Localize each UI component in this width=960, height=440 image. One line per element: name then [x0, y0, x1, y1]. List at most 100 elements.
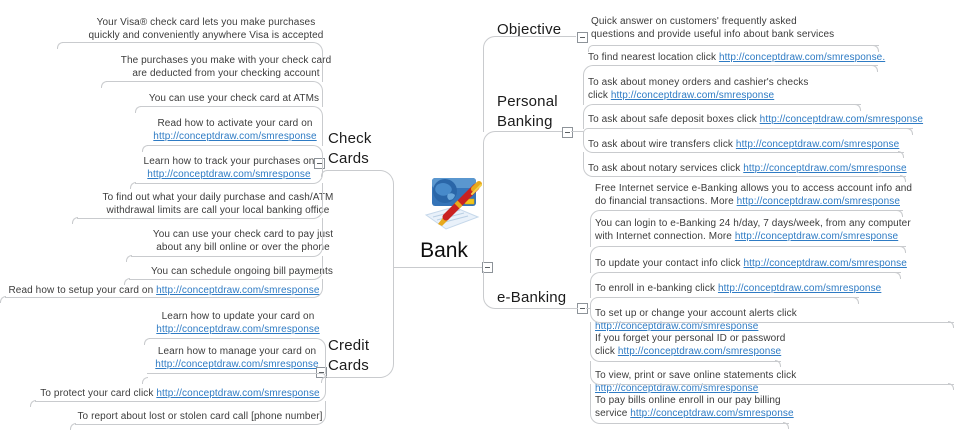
hyperlink[interactable]: http://conceptdraw.com/smresponse — [595, 383, 759, 394]
connector-line — [872, 65, 878, 72]
hyperlink[interactable]: http://conceptdraw.com/smresponse. — [718, 52, 886, 63]
connector-line — [135, 106, 141, 113]
connector-line — [30, 400, 36, 407]
leaf-note[interactable]: To pay bills online enroll in our pay bi… — [595, 394, 895, 420]
leaf-note[interactable]: You can login to e-Banking 24 h/day, 7 d… — [595, 217, 925, 243]
leaf-note[interactable]: To protect your card click http://concep… — [33, 387, 327, 400]
leaf-note[interactable]: You can use your check card to pay just … — [128, 228, 358, 254]
connector-line — [130, 182, 136, 189]
connector-line — [775, 360, 781, 367]
note-text: To ask about notary services click — [588, 163, 744, 174]
note-text: You can use your check card at ATMs — [148, 93, 320, 104]
note-text: Learn how to manage your card on — [157, 346, 317, 357]
connector-line — [144, 338, 150, 345]
note-text: Quick answer on customers' frequently as… — [591, 16, 835, 40]
hyperlink[interactable]: http://conceptdraw.com/smresponse — [147, 169, 311, 180]
leaf-note[interactable]: To set up or change your account alerts … — [595, 307, 960, 333]
leaf-note[interactable]: Quick answer on customers' frequently as… — [591, 15, 891, 41]
leaf-note[interactable]: Your Visa® check card lets you make purc… — [58, 16, 354, 42]
leaf-note[interactable]: Read how to setup your card on http://co… — [3, 284, 325, 297]
leaf-note[interactable]: To view, print or save online statements… — [595, 369, 960, 395]
connector-line — [0, 296, 6, 303]
leaf-note[interactable]: To ask about safe deposit boxes click ht… — [588, 113, 928, 126]
leaf-note[interactable]: The purchases you make with your check c… — [103, 54, 349, 80]
note-text: To update your contact info click — [595, 258, 744, 269]
leaf-note[interactable]: To ask about wire transfers click http:/… — [588, 138, 918, 151]
note-text: To report about lost or stolen card call… — [77, 411, 323, 422]
connector-line — [147, 373, 326, 379]
minus-icon — [317, 163, 322, 164]
collapse-toggle-check-cards[interactable] — [314, 158, 325, 169]
hyperlink[interactable]: http://conceptdraw.com/smresponse — [156, 388, 320, 399]
hyperlink[interactable]: http://conceptdraw.com/smresponse — [717, 283, 882, 294]
note-text: You can use your check card to pay just … — [152, 229, 334, 253]
collapse-toggle-e-banking[interactable] — [577, 303, 588, 314]
note-text: Read how to activate your card on — [157, 118, 313, 129]
leaf-note[interactable]: If you forget your personal ID or passwo… — [595, 332, 895, 358]
leaf-note[interactable]: You can schedule ongoing bill payments — [126, 265, 358, 278]
topic-objective[interactable]: Objective — [497, 21, 562, 38]
connector-line — [583, 128, 913, 135]
leaf-note[interactable]: Learn how to update your card on http://… — [146, 310, 330, 336]
note-text: You can schedule ongoing bill payments — [151, 266, 333, 277]
collapse-toggle-bank[interactable] — [482, 262, 493, 273]
leaf-note[interactable]: Learn how to manage your card on http://… — [144, 345, 330, 371]
connector-line — [101, 81, 107, 88]
note-text: The purchases you make with your check c… — [120, 55, 332, 79]
minus-icon — [580, 37, 585, 38]
credit-card-pen-icon — [424, 178, 482, 230]
hyperlink[interactable]: http://conceptdraw.com/smresponse — [155, 359, 319, 370]
leaf-note[interactable]: To report about lost or stolen card call… — [73, 410, 327, 423]
leaf-note[interactable]: To update your contact info click http:/… — [595, 257, 925, 270]
connector-line — [897, 210, 903, 217]
hyperlink[interactable]: http://conceptdraw.com/smresponse — [736, 196, 900, 207]
note-text: Learn how to track your purchases on — [143, 156, 315, 167]
note-text: To protect your card click — [40, 388, 157, 399]
hyperlink[interactable]: http://conceptdraw.com/smresponse — [735, 139, 900, 150]
hyperlink[interactable]: http://conceptdraw.com/smresponse — [734, 231, 899, 242]
hyperlink[interactable]: http://conceptdraw.com/smresponse — [595, 321, 759, 332]
leaf-note[interactable]: To ask about money orders and cashier's … — [588, 76, 898, 102]
hyperlink[interactable]: http://conceptdraw.com/smresponse — [743, 163, 907, 174]
connector-line — [783, 422, 789, 429]
minus-icon — [485, 267, 490, 268]
hyperlink[interactable]: http://conceptdraw.com/smresponse — [156, 324, 320, 335]
leaf-note[interactable]: Free Internet service e-Banking allows y… — [595, 182, 925, 208]
note-text: Read how to setup your card on — [8, 285, 157, 296]
hyperlink[interactable]: http://conceptdraw.com/smresponse — [610, 90, 775, 101]
connector-line — [393, 267, 482, 269]
hyperlink[interactable]: http://conceptdraw.com/smresponse — [153, 131, 317, 142]
hyperlink[interactable]: http://conceptdraw.com/smresponse — [759, 114, 924, 125]
note-text: To find out what your daily purchase and… — [102, 192, 334, 216]
leaf-note[interactable]: Learn how to track your purchases on htt… — [131, 155, 327, 181]
connector-line — [895, 272, 901, 279]
note-text: To pay bills online enroll in our pay bi… — [595, 395, 781, 419]
topic-personal-banking[interactable]: Personal Banking — [497, 93, 558, 130]
connector-line — [907, 128, 913, 135]
connector-line — [126, 255, 132, 262]
leaf-note[interactable]: To find nearest location click http://co… — [588, 51, 918, 64]
leaf-note[interactable]: You can use your check card at ATMs — [136, 92, 332, 105]
collapse-toggle-personal-banking[interactable] — [562, 127, 573, 138]
leaf-note[interactable]: To find out what your daily purchase and… — [73, 191, 363, 217]
collapse-toggle-objective[interactable] — [577, 32, 588, 43]
leaf-note[interactable]: To ask about notary services click http:… — [588, 162, 918, 175]
topic-check-cards[interactable]: Check Cards — [328, 130, 372, 167]
hyperlink[interactable]: http://conceptdraw.com/smresponse — [617, 346, 782, 357]
connector-line — [900, 246, 906, 253]
note-text: Free Internet service e-Banking allows y… — [595, 183, 913, 207]
connector-line — [898, 151, 904, 158]
hyperlink[interactable]: http://conceptdraw.com/smresponse — [630, 408, 794, 419]
connector-line — [483, 131, 562, 263]
connector-line — [900, 175, 906, 182]
leaf-note[interactable]: To enroll in e-banking click http://conc… — [595, 282, 895, 295]
hyperlink[interactable]: http://conceptdraw.com/smresponse — [743, 258, 907, 269]
hyperlink[interactable]: http://conceptdraw.com/smresponse — [156, 285, 320, 296]
topic-credit-cards[interactable]: Credit Cards — [328, 337, 370, 374]
central-topic-bank[interactable]: Bank — [420, 239, 468, 262]
topic-e-banking[interactable]: e-Banking — [497, 289, 567, 306]
note-text: To view, print or save online statements… — [595, 370, 797, 381]
leaf-note[interactable]: Read how to activate your card on http:/… — [143, 117, 327, 143]
collapse-toggle-credit-cards[interactable] — [316, 367, 327, 378]
